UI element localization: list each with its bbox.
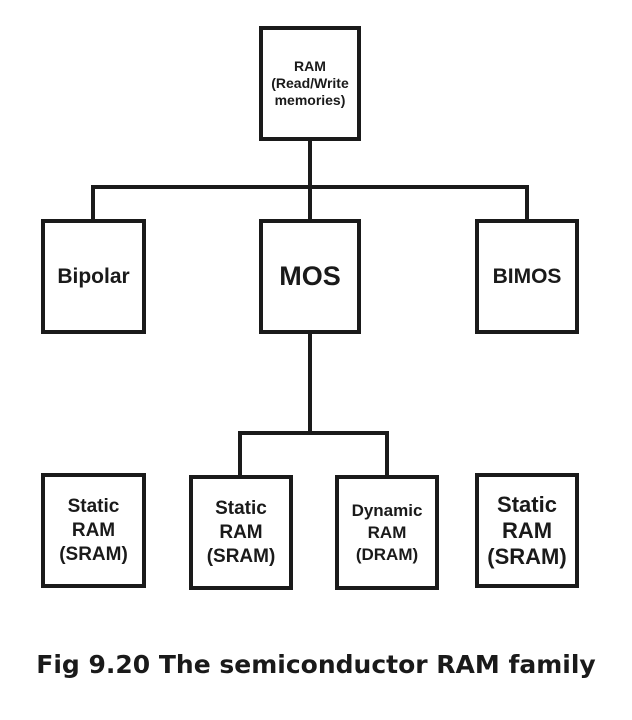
node-bimos: BIMOS [475,219,579,334]
node-mos: MOS [259,219,361,334]
node-bipolar-sram: Static RAM (SRAM) [41,473,146,588]
node-ram: RAM (Read/Write memories) [259,26,361,141]
node-bimos-sram: Static RAM (SRAM) [475,473,579,588]
node-bipolar: Bipolar [41,219,146,334]
node-bimos-sram-label: Static RAM (SRAM) [487,491,567,569]
node-bipolar-label: Bipolar [57,264,130,288]
node-mos-dram-label: Dynamic RAM (DRAM) [351,500,423,564]
node-mos-sram: Static RAM (SRAM) [189,475,293,590]
node-mos-sram-label: Static RAM (SRAM) [206,497,276,567]
node-ram-label: RAM (Read/Write memories) [271,58,349,108]
figure-caption: Fig 9.20 The semiconductor RAM family [36,650,596,679]
node-mos-dram: Dynamic RAM (DRAM) [335,475,439,590]
node-bipolar-sram-label: Static RAM (SRAM) [59,495,128,565]
node-mos-label: MOS [279,261,341,291]
node-bimos-label: BIMOS [492,264,562,288]
